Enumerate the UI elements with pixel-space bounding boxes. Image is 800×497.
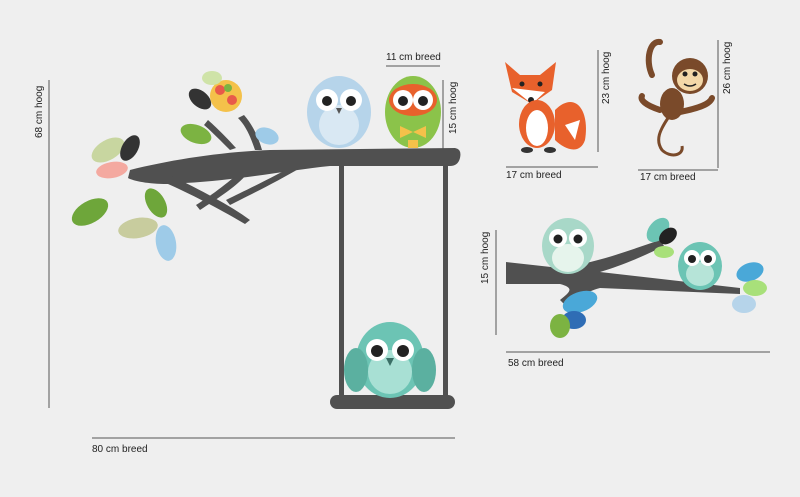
monkey-illustration bbox=[638, 39, 715, 157]
swing bbox=[330, 164, 455, 409]
owl-illustration bbox=[307, 76, 371, 148]
owl-branch bbox=[506, 240, 740, 305]
branch-width-label: 58 cm breed bbox=[508, 358, 564, 369]
leaf-icon bbox=[562, 290, 598, 314]
main-branch-leaves bbox=[71, 88, 279, 261]
leaf-icon bbox=[120, 135, 140, 161]
owl-illustration bbox=[542, 218, 594, 274]
leaf-icon bbox=[71, 198, 109, 226]
small-owl-height-label: 15 cm hoog bbox=[448, 81, 459, 134]
main-height-label: 68 cm hoog bbox=[34, 85, 45, 138]
leaf-icon bbox=[96, 161, 128, 179]
owl-illustration bbox=[344, 322, 436, 398]
fox-height-label: 23 cm hoog bbox=[601, 51, 612, 104]
leaf-icon bbox=[155, 225, 177, 261]
leaf-icon bbox=[550, 314, 570, 338]
leaf-icon bbox=[659, 227, 677, 245]
main-width-label: 80 cm breed bbox=[92, 444, 148, 455]
leaf-icon bbox=[91, 137, 125, 163]
leaf-icon bbox=[736, 262, 764, 282]
leaf-icon bbox=[188, 88, 212, 110]
monkey-height-label: 26 cm hoog bbox=[722, 41, 733, 94]
leaf-icon bbox=[255, 127, 279, 145]
owl-branch-leaves bbox=[550, 217, 767, 338]
leaf-icon bbox=[654, 246, 674, 258]
owl-illustration bbox=[385, 76, 441, 148]
leaf-icon bbox=[743, 280, 767, 296]
main-branch bbox=[128, 115, 461, 224]
small-owl-width-label: 11 cm breed bbox=[386, 52, 441, 63]
flower-icon bbox=[202, 71, 242, 112]
branch-height-label: 15 cm hoog bbox=[480, 231, 491, 284]
dimension-lines bbox=[48, 40, 770, 439]
leaf-icon bbox=[732, 295, 756, 313]
leaf-icon bbox=[118, 217, 158, 239]
fox-illustration bbox=[505, 62, 586, 153]
monkey-width-label: 17 cm breed bbox=[640, 172, 696, 183]
owl-illustration bbox=[678, 242, 722, 290]
leaf-icon bbox=[144, 188, 168, 218]
fox-width-label: 17 cm breed bbox=[506, 170, 562, 181]
leaf-icon bbox=[180, 123, 212, 145]
